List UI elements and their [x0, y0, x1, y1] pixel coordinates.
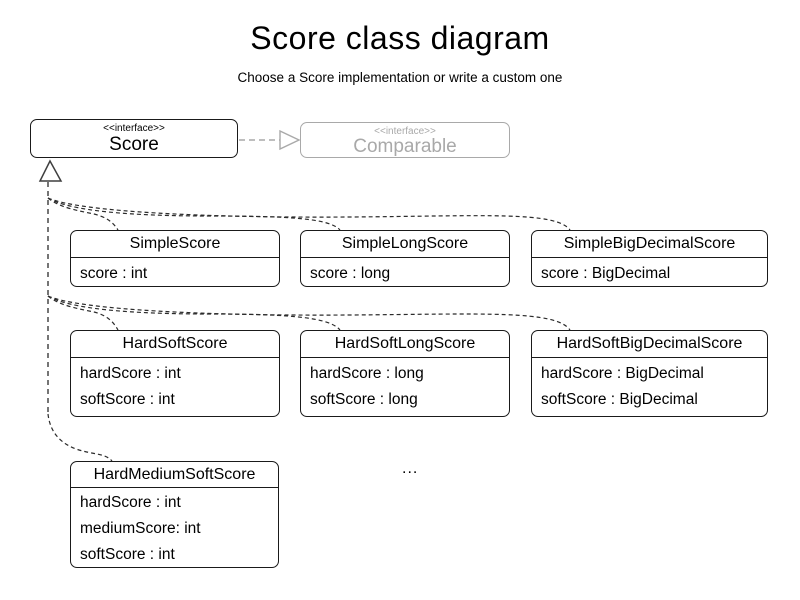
class-attribute: mediumScore: int: [80, 520, 201, 537]
class-name: SimpleBigDecimalScore: [532, 231, 767, 258]
comparable-arrowhead-icon: [279, 129, 301, 151]
class-name: HardSoftScore: [71, 331, 279, 358]
class-box-hardsoftlongscore: HardSoftLongScore hardScore : long softS…: [300, 330, 510, 417]
more-implementations-ellipsis: ...: [402, 460, 419, 477]
page-subtitle: Choose a Score implementation or write a…: [237, 70, 563, 85]
class-box-hardmediumsoftscore: HardMediumSoftScore hardScore : int medi…: [70, 461, 279, 568]
connector-hardsoftbigdecimalscore: [47, 295, 571, 331]
class-name: HardMediumSoftScore: [71, 462, 278, 488]
class-name: SimpleScore: [71, 231, 279, 258]
score-generalization-arrowhead-icon: [38, 159, 63, 182]
class-name: HardSoftBigDecimalScore: [532, 331, 767, 358]
class-attribute: hardScore : int: [80, 494, 181, 511]
score-name: Score: [109, 134, 159, 155]
class-attribute: score : BigDecimal: [541, 265, 671, 282]
class-box-simplebigdecimalscore: SimpleBigDecimalScore score : BigDecimal: [531, 230, 768, 287]
class-name: HardSoftLongScore: [301, 331, 509, 358]
class-box-hardsoftscore: HardSoftScore hardScore : int softScore …: [70, 330, 280, 417]
class-attribute: hardScore : int: [80, 365, 181, 382]
class-attribute: score : long: [310, 265, 391, 282]
class-attribute: score : int: [80, 265, 148, 282]
class-box-hardsoftbigdecimalscore: HardSoftBigDecimalScore hardScore : BigD…: [531, 330, 768, 417]
class-attribute: softScore : BigDecimal: [541, 391, 698, 408]
page-title: Score class diagram: [250, 20, 550, 56]
connector-hardmediumsoftscore: [47, 413, 113, 462]
class-box-simplescore: SimpleScore score : int: [70, 230, 280, 287]
connector-simplebigdecimalscore: [47, 197, 571, 231]
class-name: SimpleLongScore: [301, 231, 509, 258]
class-attribute: hardScore : long: [310, 365, 424, 382]
class-attribute: softScore : int: [80, 546, 175, 563]
score-stereotype: <<interface>>: [103, 123, 165, 134]
comparable-stereotype: <<interface>>: [374, 126, 436, 137]
class-attribute: softScore : long: [310, 391, 418, 408]
connector-simplelongscore: [47, 197, 341, 231]
connector-simplescore: [47, 197, 119, 231]
interface-box-score: <<interface>> Score: [30, 119, 238, 158]
class-attribute: softScore : int: [80, 391, 175, 408]
connector-hardsoftscore: [47, 295, 119, 331]
comparable-name: Comparable: [353, 136, 457, 157]
class-box-simplelongscore: SimpleLongScore score : long: [300, 230, 510, 287]
interface-box-comparable: <<interface>> Comparable: [300, 122, 510, 158]
class-attribute: hardScore : BigDecimal: [541, 365, 704, 382]
